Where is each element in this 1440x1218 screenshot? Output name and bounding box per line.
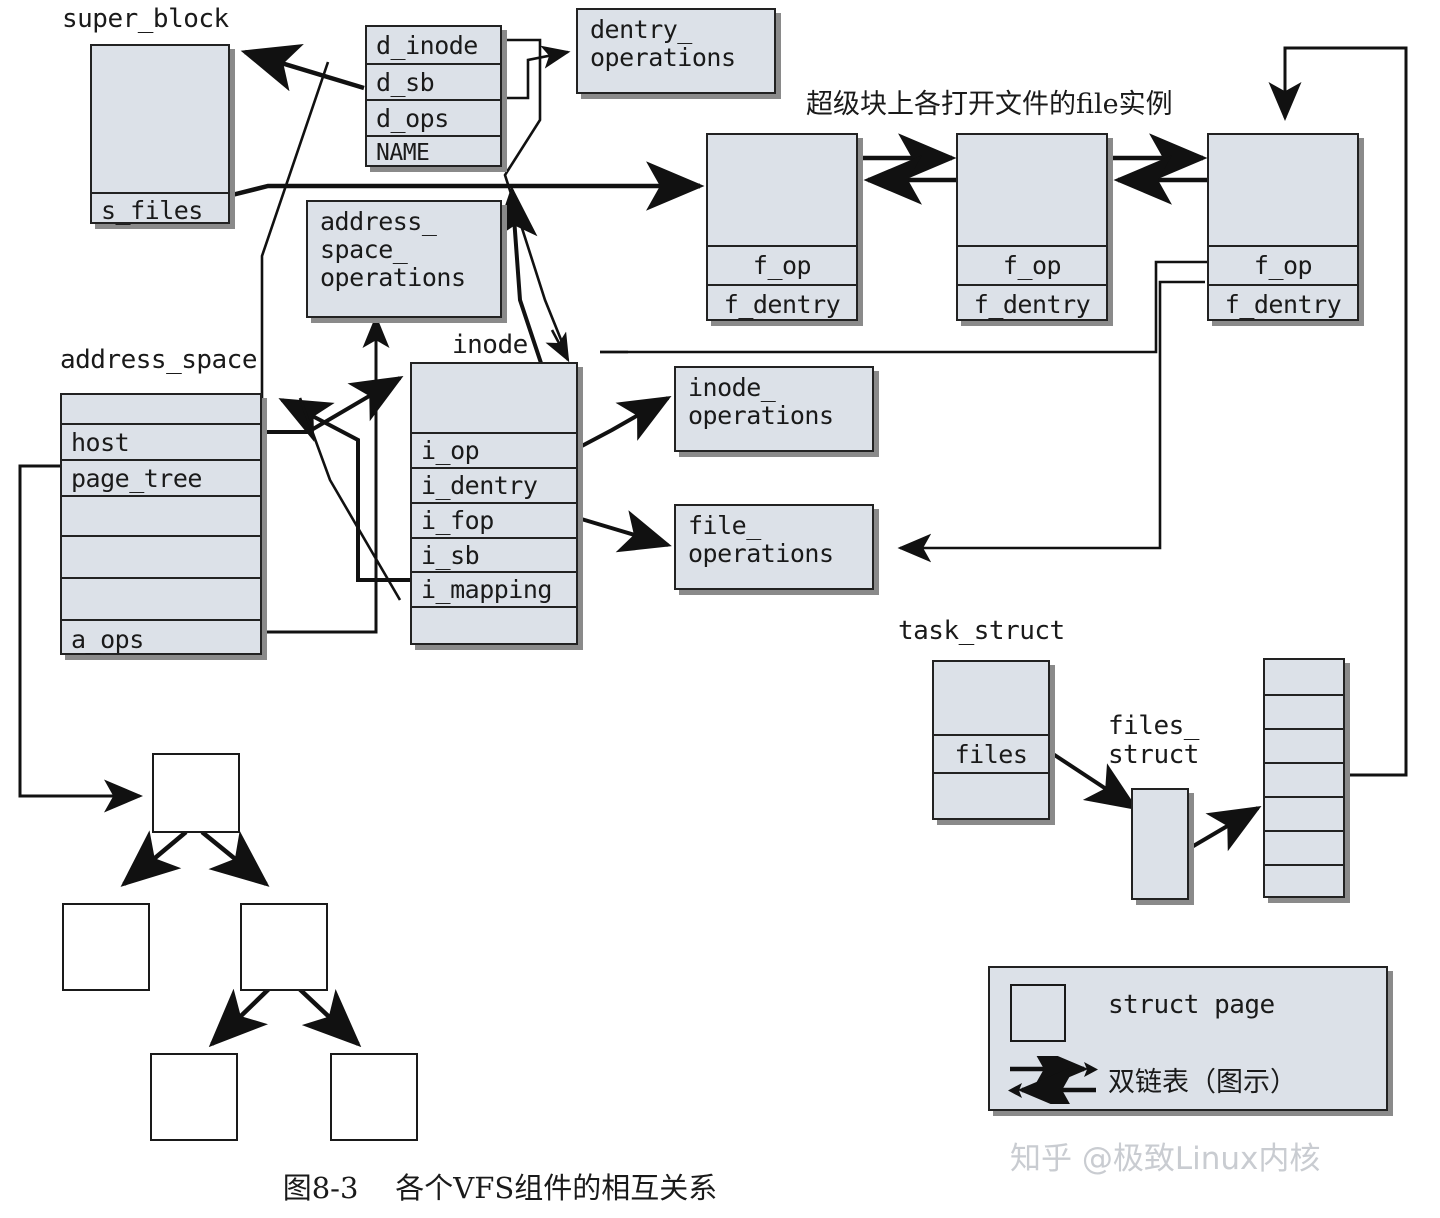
file-3-row-0 bbox=[1209, 135, 1357, 245]
fd-array-row-1 bbox=[1265, 694, 1343, 728]
box-address-space-operations[interactable]: address_ space_ operations bbox=[306, 200, 502, 318]
page-node-right[interactable] bbox=[240, 903, 328, 991]
struct-task-struct[interactable]: files bbox=[932, 660, 1050, 820]
address-space-row-host: host bbox=[62, 423, 260, 459]
address-space-row-a_ops: a_ops bbox=[62, 619, 260, 657]
file-3-row-f_dentry: f_dentry bbox=[1209, 284, 1357, 323]
legend-doubly-linked-icon bbox=[1008, 1056, 1098, 1104]
inode-row-0 bbox=[412, 364, 576, 432]
legend-page-swatch bbox=[1010, 984, 1066, 1042]
address-space-row-5 bbox=[62, 577, 260, 619]
page-node-leaf-right[interactable] bbox=[330, 1053, 418, 1141]
label-super-block: super_block bbox=[62, 4, 229, 34]
struct-address-space[interactable]: host page_tree a_ops bbox=[60, 393, 262, 655]
legend-page-label: struct page bbox=[1108, 990, 1275, 1020]
task-struct-row-2 bbox=[934, 772, 1048, 822]
fd-array-row-0 bbox=[1265, 660, 1343, 694]
figure-caption: 图8-3 各个VFS组件的相互关系 bbox=[282, 1171, 718, 1205]
super-block-row-s_files: s_files bbox=[92, 192, 228, 226]
box-dentry-operations[interactable]: dentry_ operations bbox=[576, 8, 776, 94]
annotation-file-list: 超级块上各打开文件的file实例 bbox=[806, 89, 1173, 120]
address-space-row-page_tree: page_tree bbox=[62, 459, 260, 495]
dentry-row-d_inode: d_inode bbox=[376, 30, 478, 60]
label-address-space: address_space bbox=[60, 345, 258, 375]
struct-file-1[interactable]: f_op f_dentry bbox=[706, 133, 858, 321]
fd-array-row-3 bbox=[1265, 762, 1343, 796]
file-1-row-f_op: f_op bbox=[708, 245, 856, 284]
struct-super-block[interactable]: s_files bbox=[90, 44, 230, 224]
address-space-row-0 bbox=[62, 395, 260, 423]
task-struct-row-files: files bbox=[934, 734, 1048, 772]
struct-files-struct[interactable] bbox=[1131, 788, 1189, 900]
struct-dentry[interactable]: d_inode d_sb d_ops NAME bbox=[365, 25, 502, 167]
task-struct-row-0 bbox=[934, 662, 1048, 734]
struct-file-2[interactable]: f_op f_dentry bbox=[956, 133, 1108, 321]
legend-list-label: 双链表（图示） bbox=[1108, 1067, 1297, 1098]
dentry-row-name: NAME bbox=[367, 135, 500, 169]
inode-row-6 bbox=[412, 606, 576, 647]
struct-inode[interactable]: i_op i_dentry i_fop i_sb i_mapping bbox=[410, 362, 578, 645]
fd-array-row-6 bbox=[1265, 864, 1343, 900]
label-task-struct: task_struct bbox=[898, 616, 1065, 646]
page-node-leaf-left[interactable] bbox=[150, 1053, 238, 1141]
inode-row-i_dentry: i_dentry bbox=[412, 467, 576, 502]
inode-row-i_sb: i_sb bbox=[412, 537, 576, 571]
label-files-struct: files_ struct bbox=[1108, 711, 1199, 771]
page-node-left[interactable] bbox=[62, 903, 150, 991]
label-inode: inode bbox=[452, 330, 528, 360]
address-space-row-4 bbox=[62, 535, 260, 577]
fd-array-row-4 bbox=[1265, 796, 1343, 830]
box-file-operations[interactable]: file_ operations bbox=[674, 504, 874, 590]
inode-row-i_fop: i_fop bbox=[412, 502, 576, 537]
file-2-row-0 bbox=[958, 135, 1106, 245]
page-node-root[interactable] bbox=[152, 753, 240, 833]
fd-array-row-2 bbox=[1265, 728, 1343, 762]
super-block-row-0 bbox=[92, 46, 228, 192]
box-inode-operations[interactable]: inode_ operations bbox=[674, 366, 874, 452]
watermark: 知乎 @极致Linux内核 bbox=[1010, 1141, 1321, 1177]
file-2-row-f_dentry: f_dentry bbox=[958, 284, 1106, 323]
inode-row-i_mapping: i_mapping bbox=[412, 571, 576, 606]
dentry-row-d_ops: d_ops bbox=[367, 99, 500, 135]
inode-row-i_op: i_op bbox=[412, 432, 576, 467]
file-1-row-f_dentry: f_dentry bbox=[708, 284, 856, 323]
files-struct-row-0 bbox=[1133, 790, 1187, 898]
dentry-row-d_sb: d_sb bbox=[367, 63, 500, 99]
file-1-row-0 bbox=[708, 135, 856, 245]
file-3-row-f_op: f_op bbox=[1209, 245, 1357, 284]
address-space-row-3 bbox=[62, 495, 260, 535]
legend-box: struct page 双链表（图示） bbox=[988, 966, 1388, 1111]
file-2-row-f_op: f_op bbox=[958, 245, 1106, 284]
struct-fd-array[interactable] bbox=[1263, 658, 1345, 898]
struct-file-3[interactable]: f_op f_dentry bbox=[1207, 133, 1359, 321]
fd-array-row-5 bbox=[1265, 830, 1343, 864]
